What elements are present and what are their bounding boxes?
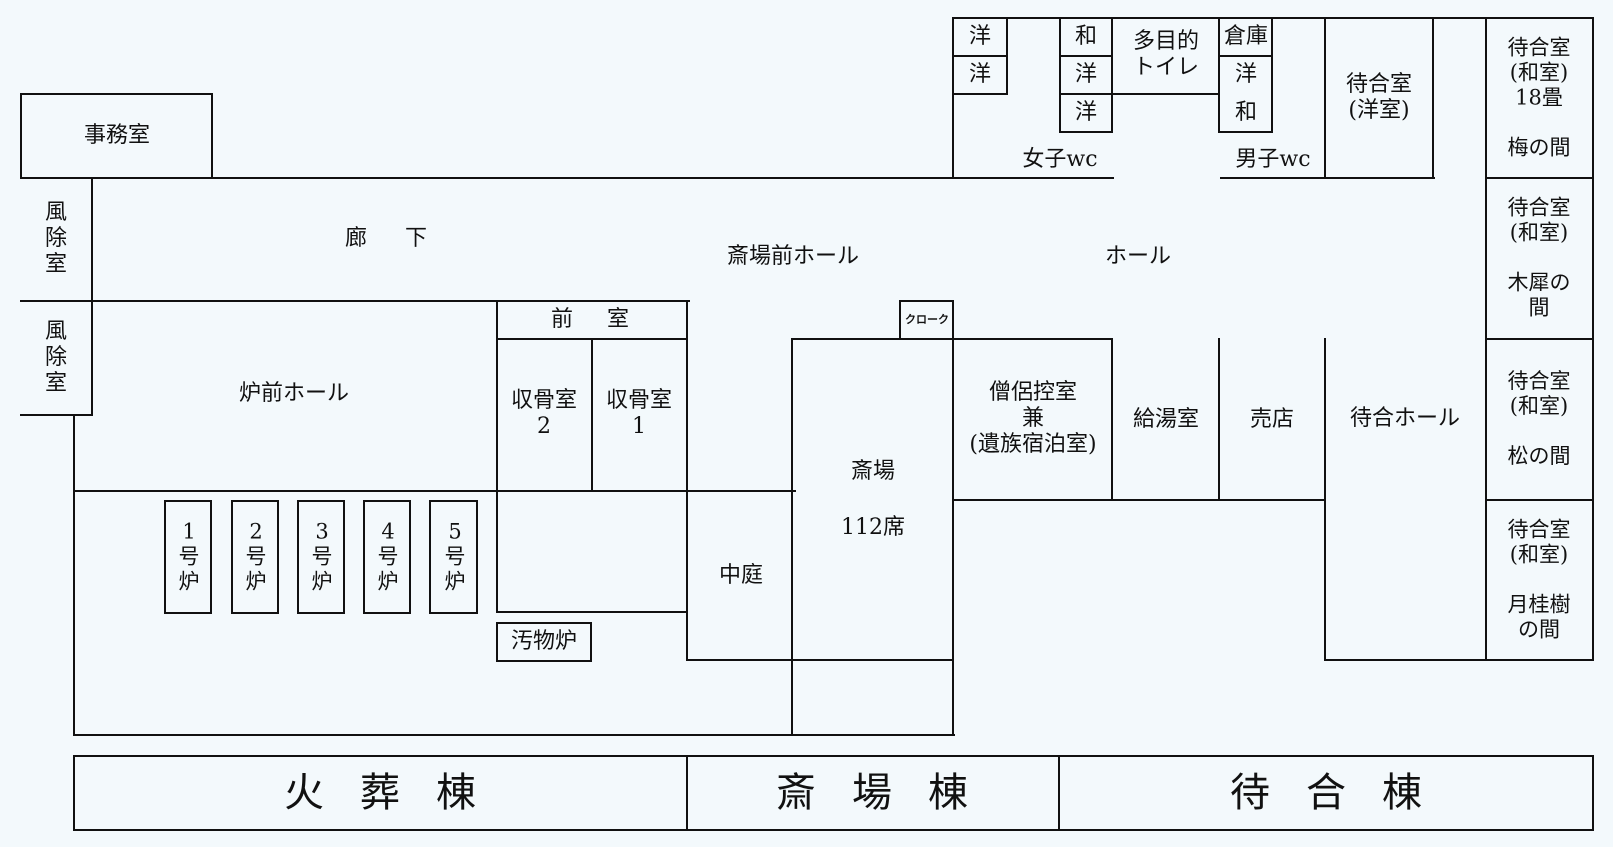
furnace-3 <box>297 500 345 614</box>
waste-furnace-label: 汚物炉 <box>510 629 578 654</box>
stall-western-3-label: 洋 <box>1074 62 1098 87</box>
crematorium-building-label: 火葬棟 <box>284 770 512 816</box>
waiting-ume-label: 待合室 (和室) 18畳 梅の間 <box>1507 35 1571 160</box>
stall-japanese-2-label: 和 <box>1234 100 1258 125</box>
funeral-hall-seats-label: 112席 <box>841 515 905 540</box>
waiting-mokusei-label: 待合室 (和室) 木犀の 間 <box>1507 195 1571 320</box>
stall-western-4-label: 洋 <box>1074 100 1098 125</box>
stall-western-5-label: 洋 <box>1234 62 1258 87</box>
furnace-hall-label: 炉前ホール <box>238 381 350 406</box>
funeral-building-label: 斎場棟 <box>776 770 1004 816</box>
stall-japanese-1-label: 和 <box>1074 24 1098 49</box>
wc-men-label: 男子wc <box>1235 147 1311 172</box>
front-hall-label: 斎場前ホール <box>726 244 860 269</box>
office-label: 事務室 <box>83 123 151 148</box>
windbreak-room-1-label: 風 除 室 <box>44 200 68 277</box>
funeral-hall-label: 斎場 <box>850 459 896 484</box>
courtyard-label: 中庭 <box>718 563 764 588</box>
bone-room-1-label: 収骨室 1 <box>605 388 673 439</box>
waiting-hall-label: 待合ホール <box>1349 406 1461 431</box>
furnace-5 <box>429 500 478 614</box>
multipurpose-toilet-label: 多目的 トイレ <box>1132 29 1200 80</box>
stall-western-1-label: 洋 <box>968 24 992 49</box>
windbreak-room-2-label: 風 除 室 <box>44 319 68 396</box>
furnace-2 <box>231 500 279 614</box>
bone-room-2-label: 収骨室 2 <box>510 388 578 439</box>
waste-furnace-box <box>496 622 592 662</box>
furnace-3-label: 3 号 炉 <box>311 519 333 594</box>
shop-label: 売店 <box>1249 407 1295 432</box>
monk-room-label: 僧侶控室 兼 (遺族宿泊室) <box>969 380 1097 457</box>
kitchenette-label: 給湯室 <box>1132 407 1200 432</box>
stall-western-2-label: 洋 <box>968 62 992 87</box>
cloak-label: クローク <box>905 313 949 326</box>
waiting-building-label: 待合棟 <box>1230 770 1458 816</box>
anteroom-label: 前 室 <box>550 307 636 332</box>
furnace-5-label: 5 号 炉 <box>444 519 466 594</box>
storage-label: 倉庫 <box>1223 24 1269 49</box>
furnace-4-label: 4 号 炉 <box>377 519 399 594</box>
waiting-western-label: 待合室 (洋室) <box>1345 72 1413 123</box>
hall-label: ホール <box>1104 244 1172 269</box>
furnace-1 <box>164 500 212 614</box>
furnace-1-label: 1 号 炉 <box>178 519 200 594</box>
corridor-label: 廊 下 <box>344 226 436 251</box>
waiting-gekkeiju-label: 待合室 (和室) 月桂樹 の間 <box>1507 517 1571 642</box>
furnace-2-label: 2 号 炉 <box>245 519 267 594</box>
furnace-4 <box>363 500 411 614</box>
building-legend <box>73 755 1594 831</box>
waiting-matsu-label: 待合室 (和室) 松の間 <box>1507 369 1571 468</box>
wc-women-label: 女子wc <box>1022 147 1098 172</box>
